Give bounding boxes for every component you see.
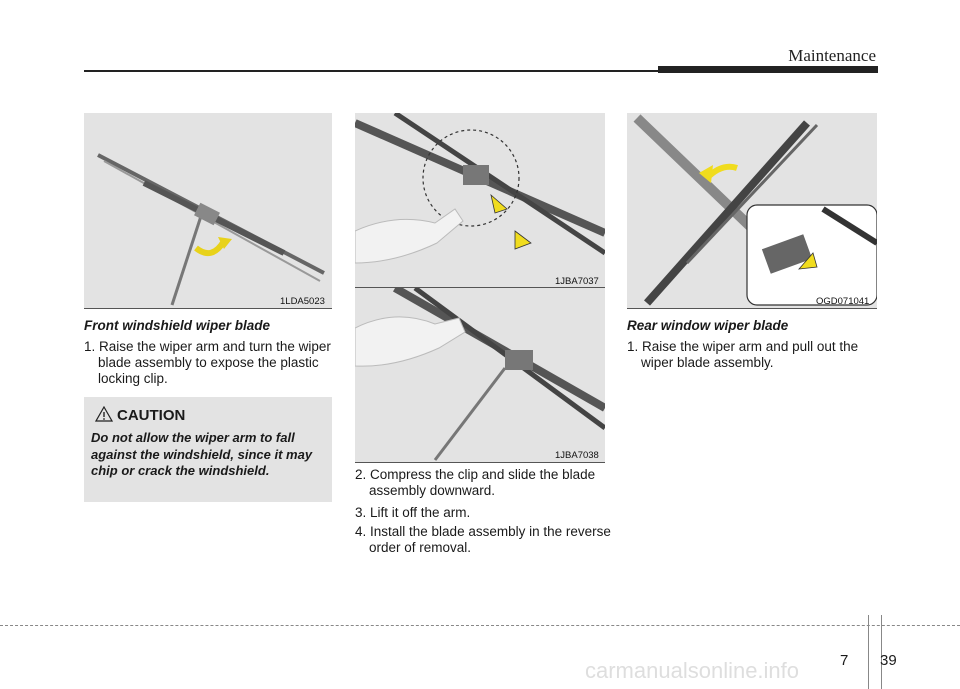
chapter-number: 7	[840, 652, 849, 669]
figure-clip-compress	[355, 113, 605, 287]
figure-code-rule	[355, 462, 605, 463]
header-rule	[84, 70, 658, 72]
figure-code: 1LDA5023	[280, 296, 325, 307]
caution-title: CAUTION	[117, 407, 186, 424]
figure-code-rule	[355, 287, 605, 288]
header-bar	[658, 66, 878, 73]
front-step: 1. Raise the wiper arm and turn the wipe…	[84, 339, 331, 386]
middle-step: 2. Compress the clip and slide the blade…	[355, 467, 596, 498]
rear-step: 1. Raise the wiper arm and pull out the …	[627, 339, 859, 370]
warning-icon	[94, 405, 114, 427]
caution-text: Do not allow the wiper arm to fall again…	[91, 430, 313, 478]
watermark: carmanualsonline.info	[585, 658, 800, 683]
figure-blade-slide	[355, 288, 605, 462]
figure-front-wiper	[84, 113, 332, 308]
figure-code: 1JBA7037	[555, 276, 599, 287]
page-number: 39	[880, 652, 897, 669]
front-heading: Front windshield wiper blade	[84, 318, 271, 333]
footer-rule	[0, 625, 960, 626]
caution-box	[84, 397, 332, 502]
middle-step: 3. Lift it off the arm.	[355, 505, 471, 520]
figure-rear-wiper	[627, 113, 877, 308]
rear-heading: Rear window wiper blade	[627, 318, 789, 333]
figure-code-rule	[627, 308, 877, 309]
figure-code: OGD071041	[816, 296, 870, 307]
page-number-box	[868, 615, 882, 689]
figure-code: 1JBA7038	[555, 450, 599, 461]
middle-step: 4. Install the blade assembly in the rev…	[355, 524, 611, 555]
page-header-title: Maintenance	[788, 46, 876, 65]
figure-code-rule	[84, 308, 332, 309]
